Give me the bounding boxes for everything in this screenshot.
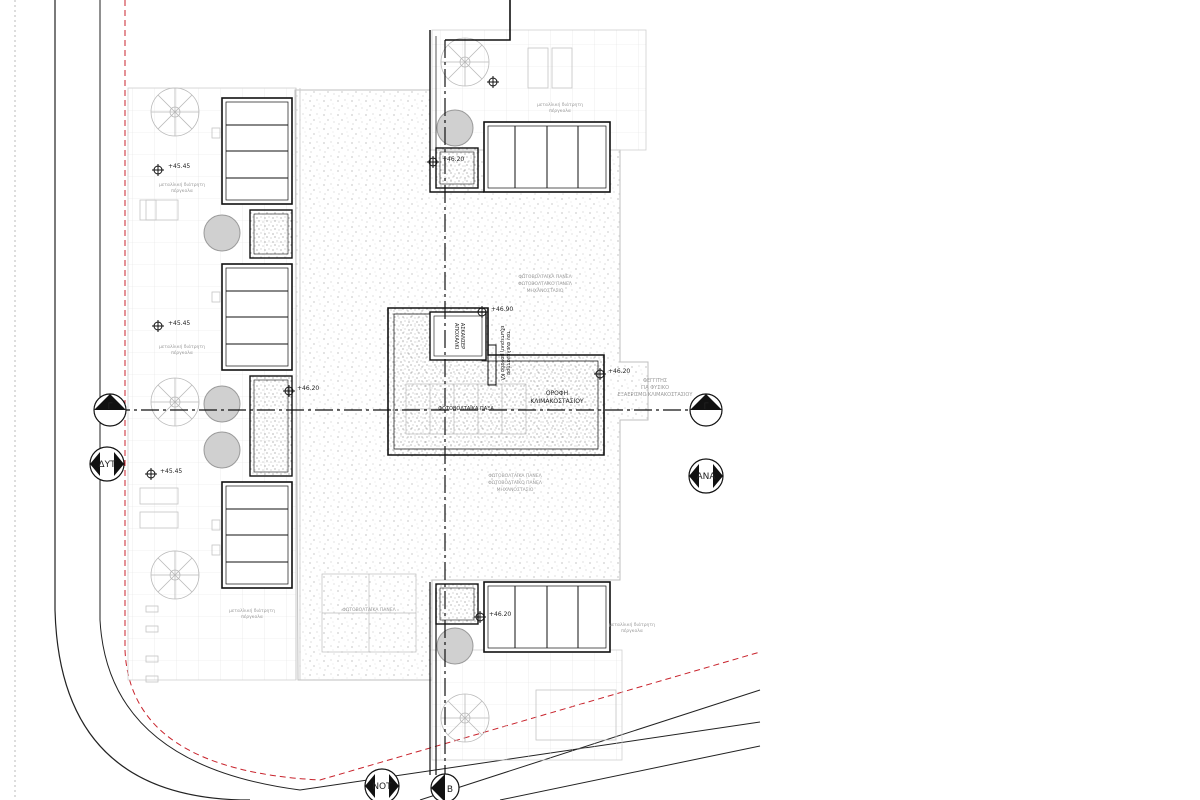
wall-southeast [429, 582, 437, 775]
pergola-label-4a: μεταλλική διάτρητη [537, 101, 583, 108]
orientation-south: ΝΟΤ [364, 768, 400, 800]
level-l6: +46.90 [491, 306, 513, 313]
section-marker-gamma-west: Γ [93, 393, 127, 427]
orientation-east: ΑΝΑ [688, 458, 724, 494]
pergola-label-1b: πέργκολα [171, 187, 193, 194]
wall-west-terrace [295, 88, 301, 680]
roof-stair-label-1: ΟΡΟΦΗ [546, 390, 568, 397]
lift-shaft [429, 311, 487, 361]
road-edge-inner [99, 0, 761, 791]
level-l5: +45.45 [160, 468, 182, 475]
lift-label-1: ΑΠΟΧΑΛΚΙ [453, 323, 459, 349]
solar-panel-inner-frames [225, 101, 607, 649]
spiral-stairs [150, 37, 490, 743]
outdoor-unit-label-2: ταυ ανελκυστήρα [505, 331, 512, 376]
road-edge-east-2 [499, 745, 761, 800]
bonded-label-3: ΜΗΧΑΝΟΣΤΑΣΙΟ [527, 288, 564, 294]
pv-slab-label: ΦΩΤΟΒΟΛΤΑΪΚΑ ΠΑΞΑ [438, 405, 494, 412]
pv-array-lower [321, 573, 417, 653]
section-gamma-east-label: Γ [703, 402, 708, 412]
outdoor-unit-label-1: εξωτερική μονάδα ΚΛ [499, 326, 506, 382]
skylight-boxes [249, 147, 479, 625]
bonded-label-6: ΜΗΧΑΝΟΣΤΑΣΙΟ [497, 487, 534, 493]
section-marker-gamma-east: Γ [689, 393, 723, 427]
pv-lower-label: ΦΩΤΟΒΟΛΤΑΪΚΑ ΠΑΝΕΛ [342, 606, 396, 613]
bonded-label-2: ΦΩΤΟΒΟΛΤΑΪΚΟ ΠΑΝΕΛ [518, 280, 573, 287]
road-edge-outer [54, 0, 251, 800]
lift-shaft-inner [433, 315, 483, 357]
wall-northeast [429, 30, 484, 193]
bonded-label-4: ΦΩΤΟΒΟΛΤΑΪΚΑ ΠΑΝΕΛ [488, 472, 542, 479]
bonded-label-1: ΦΩΤΟΒΟΛΤΑΪΚΑ ΠΑΝΕΛ [518, 273, 572, 280]
property-line-red [124, 0, 761, 781]
level-markers [145, 76, 606, 623]
skylight-label-3: ΕΞΑΕΡΙΣΜΟ ΚΛΙΜΑΚΟΣΤΑΣΙΟΥ [618, 392, 694, 398]
pv-slab-grid [405, 383, 527, 435]
pergola-label-5b: πέργκολα [621, 627, 643, 634]
level-l4: +46.20 [442, 156, 464, 163]
tiled-terrace-southeast [431, 649, 623, 761]
pergola-label-5a: μεταλλική διάτρητη [609, 621, 655, 628]
pergola-label-1a: μεταλλική διάτρητη [159, 181, 205, 188]
pergola-label-3a: μεταλλική διάτρητη [229, 607, 275, 614]
roof-stair-label-2: ΚΛΙΜΑΚΟΣΤΑΣΙΟΥ [530, 398, 584, 405]
level-l2: +46.20 [297, 385, 319, 392]
level-l3: +45.45 [168, 320, 190, 327]
section-marker-beta: Β [430, 773, 460, 800]
skylight-label-1: ΦΕΓΓΙΤΗΣ [643, 378, 667, 384]
skylight-inner-frames [253, 151, 475, 621]
lift-label-2: ΑΣΚΑΝΣΕΡ [459, 323, 465, 349]
orientation-west-label: ΔΥΤ [98, 460, 116, 470]
level-l8: +46.20 [489, 611, 511, 618]
pergola-label-2a: μεταλλική διάτρητη [159, 343, 205, 350]
orientation-south-label: ΝΟΤ [372, 782, 392, 792]
pergola-label-4b: πέργκολα [549, 107, 571, 114]
pergola-label-3b: πέργκολα [241, 613, 263, 620]
skylight-label-2: ΓΙΑ ΦΥΣΙΚΟ [641, 385, 669, 391]
level-l7: +46.20 [608, 368, 630, 375]
outdoor-ac-unit [487, 344, 497, 386]
level-l1: +45.45 [168, 163, 190, 170]
bonded-label-5: ΦΩΤΟΒΟΛΤΑΪΚΟ ΠΑΝΕΛ [488, 479, 543, 486]
solar-panel-dividers [226, 124, 579, 648]
section-line-beta-top [445, 0, 511, 41]
water-tanks [203, 109, 474, 665]
pergola-label-2b: πέργκολα [171, 349, 193, 356]
section-gamma-west-label: Γ [107, 402, 112, 412]
orientation-west: ΔΥΤ [89, 446, 125, 482]
section-beta-label: Β [447, 785, 453, 795]
orientation-east-label: ΑΝΑ [696, 472, 716, 482]
terrace-furniture [139, 47, 617, 741]
